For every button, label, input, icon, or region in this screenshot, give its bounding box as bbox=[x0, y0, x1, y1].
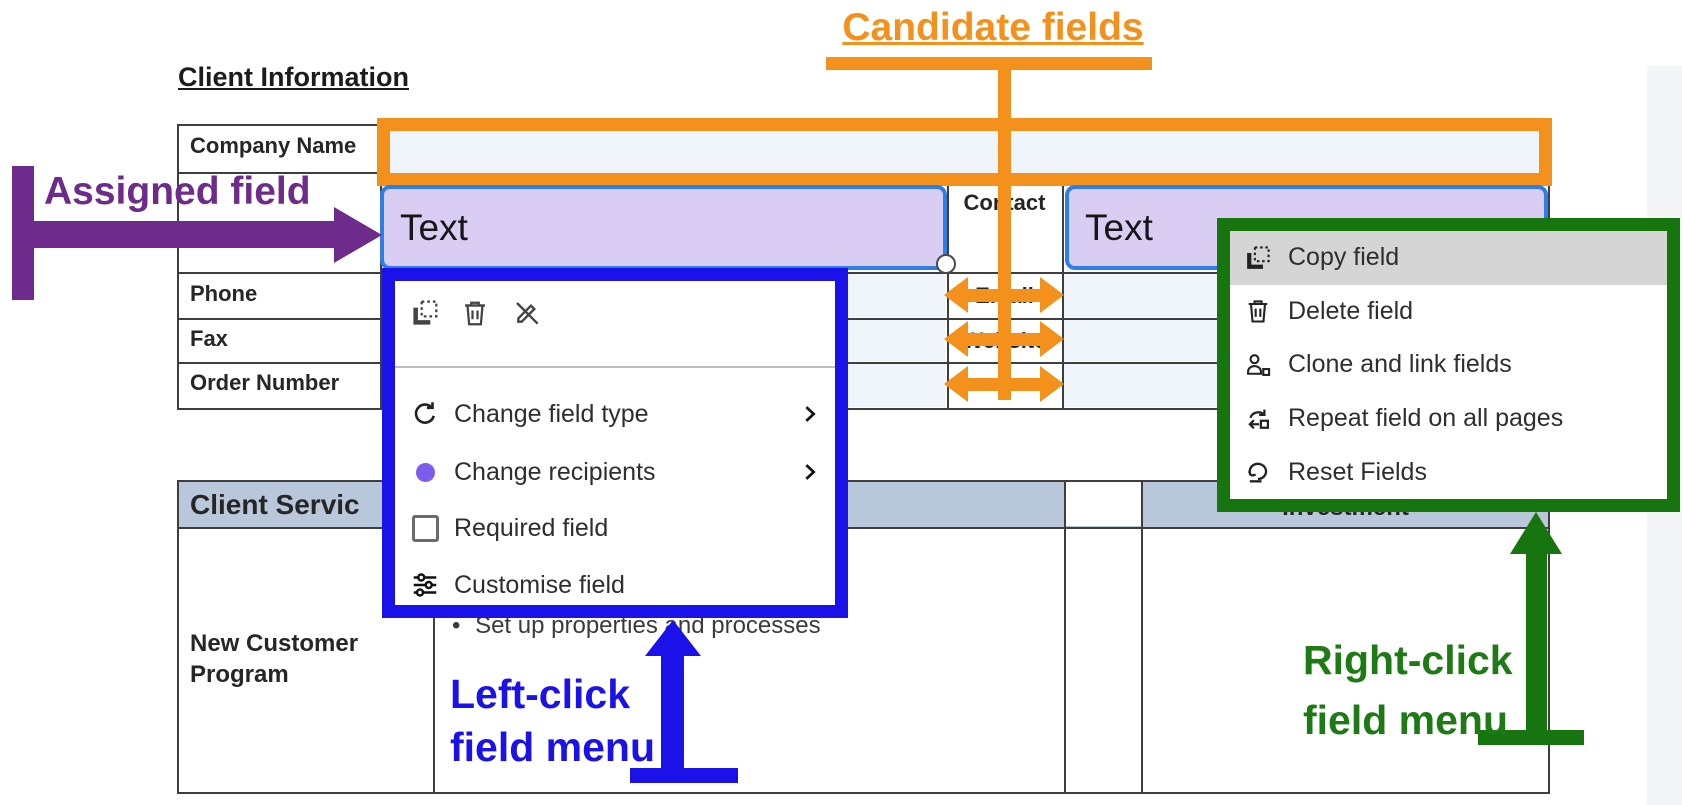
right-click-field-menu: Copy field Delete field Clone and link f… bbox=[1217, 218, 1680, 512]
right-click-menu-body: Copy field Delete field Clone and link f… bbox=[1230, 231, 1667, 499]
table-border bbox=[177, 272, 1550, 274]
menu-item-label: Copy field bbox=[1288, 243, 1400, 272]
menu-item-label: Delete field bbox=[1288, 296, 1414, 325]
copy-field-icon bbox=[1242, 242, 1274, 274]
chevron-right-icon bbox=[799, 403, 821, 425]
row-label-fax: Fax bbox=[190, 326, 228, 351]
services-header-left: Client Servic bbox=[190, 489, 360, 520]
menu-item-label: Required field bbox=[454, 513, 609, 542]
table-border bbox=[1064, 480, 1066, 794]
menu-item-change-recipients[interactable]: Change recipients bbox=[395, 449, 835, 495]
recipient-color-dot bbox=[408, 455, 442, 489]
field-toolbar bbox=[395, 291, 835, 335]
table-border bbox=[177, 362, 1550, 364]
menu-item-customise-field[interactable]: Customise field bbox=[395, 562, 835, 608]
table-border bbox=[1062, 124, 1064, 410]
copy-field-icon[interactable] bbox=[408, 296, 442, 330]
field-resize-handle[interactable] bbox=[936, 254, 956, 274]
services-row-label-line1: New Customer bbox=[190, 630, 359, 657]
services-row-label: New Customer Program bbox=[190, 628, 358, 690]
table-border bbox=[177, 480, 179, 794]
row-label-company-name: Company Name bbox=[190, 133, 357, 158]
arrow-right-head bbox=[1040, 277, 1064, 313]
right-click-arrow-base bbox=[1478, 730, 1584, 745]
menu-item-label: Clone and link fields bbox=[1288, 350, 1512, 379]
field-value: Text bbox=[1085, 206, 1153, 248]
menu-item-label: Repeat field on all pages bbox=[1288, 404, 1564, 433]
table-border bbox=[177, 527, 1550, 529]
trash-icon bbox=[1242, 295, 1274, 327]
row-label-phone: Phone bbox=[190, 281, 258, 306]
repeat-field-icon bbox=[1242, 403, 1274, 435]
left-click-arrow-stem bbox=[661, 650, 684, 772]
menu-divider bbox=[395, 366, 835, 368]
table-border bbox=[177, 408, 1550, 410]
arrow-left-head bbox=[944, 277, 968, 313]
menu-item-label: Change field type bbox=[454, 399, 649, 428]
assigned-field-label: Assigned field bbox=[44, 170, 311, 213]
right-click-label-line1: Right-click bbox=[1303, 637, 1513, 683]
table-border bbox=[177, 124, 179, 410]
menu-item-label: Change recipients bbox=[454, 457, 656, 486]
table-border bbox=[380, 124, 382, 410]
candidate-arrow-bar bbox=[966, 333, 1042, 346]
chevron-right-icon bbox=[799, 461, 821, 483]
assigned-text-field-1[interactable]: Text bbox=[380, 185, 947, 270]
services-header-gap-cell bbox=[1066, 482, 1141, 526]
arrow-left-head bbox=[944, 366, 968, 402]
table-border bbox=[1548, 480, 1550, 794]
menu-item-delete-field[interactable]: Delete field bbox=[1230, 285, 1667, 339]
clone-link-icon bbox=[1242, 349, 1274, 381]
menu-item-repeat-field-all-pages[interactable]: Repeat field on all pages bbox=[1230, 392, 1667, 446]
right-click-label-line2: field menu bbox=[1303, 697, 1509, 743]
change-type-icon bbox=[408, 397, 442, 431]
menu-item-copy-field[interactable]: Copy field bbox=[1230, 231, 1667, 285]
services-row-label-line2: Program bbox=[190, 661, 289, 688]
left-click-label-line1: Left-click bbox=[450, 671, 630, 717]
assigned-arrow-head bbox=[334, 207, 382, 263]
arrow-right-head bbox=[1040, 366, 1064, 402]
table-border bbox=[177, 792, 1550, 794]
table-border bbox=[177, 318, 1550, 320]
menu-item-label: Reset Fields bbox=[1288, 457, 1427, 486]
menu-item-required-field[interactable]: Required field bbox=[395, 505, 835, 551]
candidate-fields-label: Candidate fields bbox=[842, 6, 1144, 49]
bullet-marker: • bbox=[452, 612, 461, 639]
menu-item-clone-link-fields[interactable]: Clone and link fields bbox=[1230, 338, 1667, 392]
assigned-arrow-stem bbox=[22, 221, 334, 248]
unassign-field-icon[interactable] bbox=[510, 296, 544, 330]
left-click-label-line2: field menu bbox=[450, 724, 656, 770]
row-label-order-number: Order Number bbox=[190, 370, 340, 395]
right-click-label: Right-click field menu bbox=[1303, 630, 1513, 750]
table-border bbox=[433, 480, 435, 794]
left-click-label: Left-click field menu bbox=[450, 668, 655, 774]
menu-item-label: Customise field bbox=[454, 570, 625, 599]
right-click-arrow-head bbox=[1510, 512, 1562, 554]
left-click-field-menu: Change field type Change recipients Re bbox=[382, 268, 848, 618]
section-title: Client Information bbox=[178, 62, 409, 92]
required-checkbox[interactable] bbox=[408, 511, 442, 545]
candidate-pointer-stem bbox=[998, 66, 1011, 400]
candidate-arrow-bar bbox=[966, 289, 1042, 302]
candidate-arrow-bar bbox=[966, 378, 1042, 391]
left-click-menu-body: Change field type Change recipients Re bbox=[395, 281, 835, 605]
trash-icon[interactable] bbox=[458, 296, 492, 330]
arrow-left-head bbox=[944, 321, 968, 357]
field-value: Text bbox=[400, 206, 468, 248]
table-border bbox=[177, 480, 1550, 482]
menu-item-reset-fields[interactable]: Reset Fields bbox=[1230, 445, 1667, 499]
candidate-field-company-name[interactable] bbox=[377, 118, 1552, 186]
arrow-right-head bbox=[1040, 321, 1064, 357]
reset-icon bbox=[1242, 456, 1274, 488]
right-click-arrow-stem bbox=[1526, 548, 1547, 732]
left-click-arrow-base bbox=[630, 768, 738, 783]
table-border bbox=[1141, 480, 1143, 794]
menu-item-change-field-type[interactable]: Change field type bbox=[395, 391, 835, 437]
candidate-underline-bar bbox=[826, 57, 1152, 70]
sliders-icon bbox=[408, 568, 442, 602]
